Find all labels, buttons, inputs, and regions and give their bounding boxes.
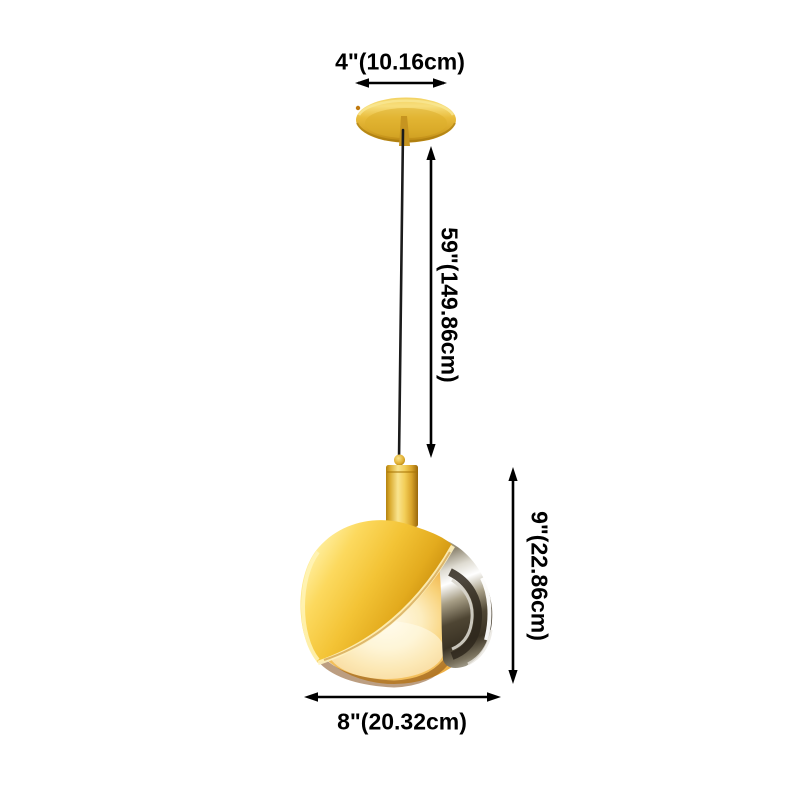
arrowhead-right (487, 692, 501, 702)
lamp-socket (386, 454, 418, 527)
arrowhead-left (355, 78, 369, 88)
canopy-screw (355, 105, 361, 111)
ceiling-canopy (355, 97, 456, 146)
arrowhead-up (426, 146, 436, 160)
cord-length-label: 59"(149.86cm) (436, 227, 463, 383)
canopy-width-label: 4"(10.16cm) (335, 48, 465, 75)
chrome-inner-ring (448, 568, 483, 660)
amber-bottom-shadow (315, 653, 449, 688)
arrowhead-left (304, 692, 318, 702)
chrome-outer-highlight (480, 577, 492, 641)
arrowhead-up (508, 467, 518, 481)
cord-length-arrow (426, 146, 436, 458)
chrome-bottom-highlight (467, 629, 493, 666)
gold-edge-highlight (301, 550, 320, 662)
canopy-width-arrow (355, 78, 447, 88)
gold-dome (300, 520, 453, 663)
arrowhead-right (433, 78, 447, 88)
socket-nub (394, 454, 405, 466)
fixture-width-arrow (304, 692, 501, 702)
fixture-height-label: 9"(22.86cm) (526, 511, 553, 641)
canopy-top-highlight (357, 99, 455, 116)
gold-rim-highlight (317, 544, 455, 666)
chrome-half-shade (437, 537, 493, 668)
fixture-width-label: 8"(20.32cm) (337, 708, 467, 735)
gold-half-shade (300, 520, 455, 666)
arrowhead-down (426, 444, 436, 458)
fixture-height-arrow (508, 467, 518, 684)
arrowhead-down (508, 670, 518, 684)
chrome-inner-highlight (451, 578, 474, 651)
gold-rim-shadow (323, 551, 451, 661)
socket-cylinder (386, 465, 418, 527)
lamp-shade (300, 520, 493, 688)
pendant-cord (397, 128, 405, 462)
